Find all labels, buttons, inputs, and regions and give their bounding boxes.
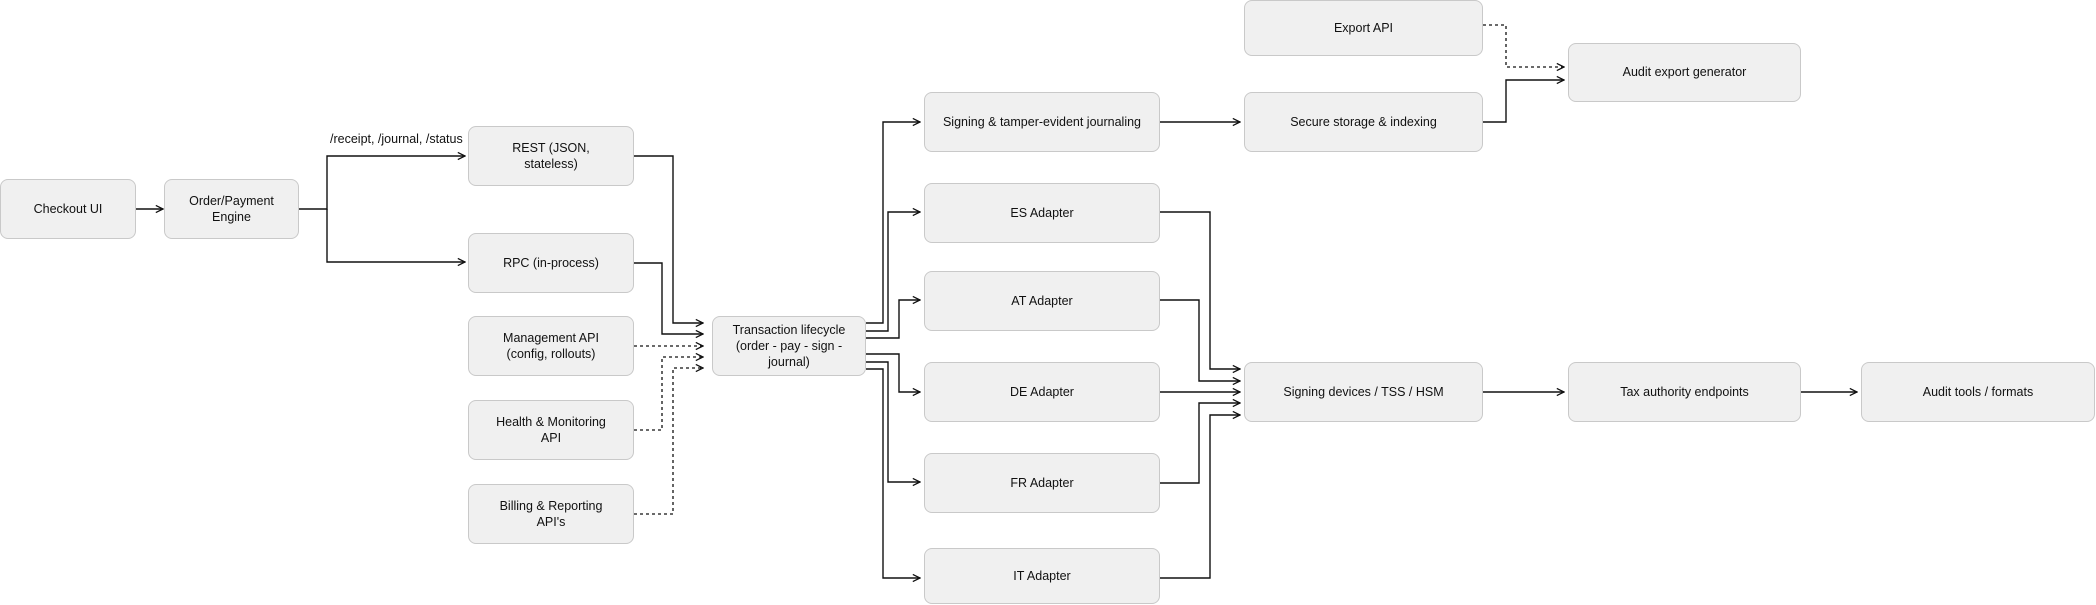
health-monitoring-api-node[interactable]: Health & Monitoring API <box>468 400 634 460</box>
at-adapter-node[interactable]: AT Adapter <box>924 271 1160 331</box>
secure-storage-node[interactable]: Secure storage & indexing <box>1244 92 1483 152</box>
edge-es-to-signing-devices <box>1160 211 1240 369</box>
export-api-node[interactable]: Export API <box>1244 0 1483 56</box>
edge-transaction-to-it <box>866 368 920 578</box>
audit-tools-node[interactable]: Audit tools / formats <box>1861 362 2095 422</box>
edge-storage-to-audit-export <box>1483 80 1564 123</box>
edge-it-to-signing-devices <box>1160 415 1240 579</box>
edge-transaction-to-fr <box>866 361 920 482</box>
edge-transaction-to-es <box>866 212 920 332</box>
edge-transaction-to-at <box>866 300 920 339</box>
rest-node[interactable]: REST (JSON, stateless) <box>468 126 634 186</box>
edge-transaction-to-signing <box>866 122 920 324</box>
audit-export-generator-node[interactable]: Audit export generator <box>1568 43 1801 102</box>
de-adapter-node[interactable]: DE Adapter <box>924 362 1160 422</box>
es-adapter-node[interactable]: ES Adapter <box>924 183 1160 243</box>
edge-engine-to-rest <box>299 156 465 210</box>
fr-adapter-node[interactable]: FR Adapter <box>924 453 1160 513</box>
order-payment-engine-node[interactable]: Order/Payment Engine <box>164 179 299 239</box>
checkout-ui-node[interactable]: Checkout UI <box>0 179 136 239</box>
edge-fr-to-signing-devices <box>1160 403 1240 484</box>
edge-label-engine-to-rest: /receipt, /journal, /status <box>330 132 463 146</box>
tax-authority-node[interactable]: Tax authority endpoints <box>1568 362 1801 422</box>
edge-rpc-to-transaction <box>634 262 703 334</box>
edge-health-to-transaction <box>634 357 703 431</box>
signing-devices-node[interactable]: Signing devices / TSS / HSM <box>1244 362 1483 422</box>
edge-billing-to-transaction <box>634 368 703 515</box>
edge-rest-to-transaction <box>634 155 703 323</box>
management-api-node[interactable]: Management API (config, rollouts) <box>468 316 634 376</box>
edge-engine-to-rpc <box>326 209 465 262</box>
edge-at-to-signing-devices <box>1160 299 1240 381</box>
it-adapter-node[interactable]: IT Adapter <box>924 548 1160 604</box>
transaction-lifecycle-node[interactable]: Transaction lifecycle (order - pay - sig… <box>712 316 866 376</box>
edge-transaction-to-de <box>866 353 920 392</box>
rpc-node[interactable]: RPC (in-process) <box>468 233 634 293</box>
signing-journaling-node[interactable]: Signing & tamper-evident journaling <box>924 92 1160 152</box>
billing-reporting-apis-node[interactable]: Billing & Reporting API's <box>468 484 634 544</box>
edge-export-api-to-audit-export <box>1483 24 1564 67</box>
